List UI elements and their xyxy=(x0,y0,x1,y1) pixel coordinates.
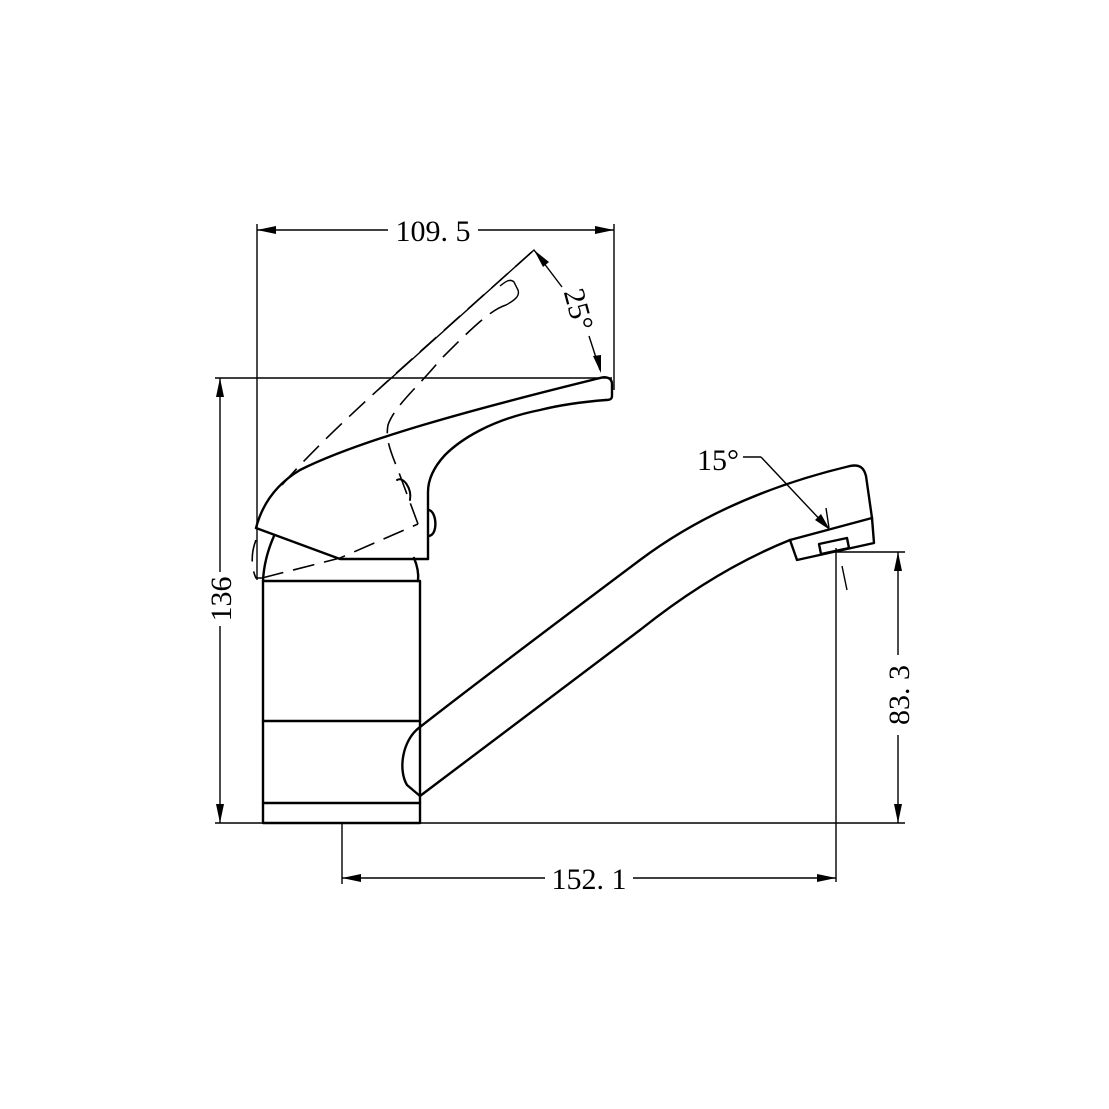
phantom-screw xyxy=(396,478,412,501)
arrow-up-icon xyxy=(894,552,902,571)
phantom-tip xyxy=(499,279,520,306)
lever-handle-raised-phantom xyxy=(251,249,535,579)
spout xyxy=(401,464,876,798)
leader-diagonal xyxy=(760,456,827,527)
body-dome-left xyxy=(261,534,276,583)
aerator-axis-lower xyxy=(841,565,848,591)
spout-reach-label: 152. 1 xyxy=(552,863,627,896)
arrow-up-icon xyxy=(216,378,224,397)
aerator-outlet-icon xyxy=(817,536,851,556)
lever-handle xyxy=(254,376,614,561)
spout-root xyxy=(401,725,422,798)
dimension-overall-height: 136 xyxy=(205,378,238,823)
body-dome-right xyxy=(412,556,420,583)
phantom-cap-bottom xyxy=(261,523,419,579)
aerator-axis-upper xyxy=(825,507,830,529)
dimension-spout-reach: 152. 1 xyxy=(341,823,836,896)
dimension-outlet-height: 83. 3 xyxy=(835,548,916,882)
handle-angle-label: 25° xyxy=(557,285,600,334)
arrow-right-icon xyxy=(595,226,614,234)
outlet-height-label: 83. 3 xyxy=(883,665,916,725)
handle-bottom xyxy=(254,526,430,561)
angle-arrow-upper-icon xyxy=(534,250,549,267)
dimension-handle-width: 109. 5 xyxy=(256,215,615,580)
handle-width-label: 109. 5 xyxy=(396,215,471,248)
arrow-down-icon xyxy=(894,804,902,823)
leader-arrow-icon xyxy=(815,514,830,530)
dimension-handle-angle: 25° xyxy=(533,249,601,373)
dimension-aerator-angle: 15° xyxy=(697,444,848,591)
handle-underside xyxy=(426,398,608,561)
angle-arrow-lower-icon xyxy=(593,355,601,373)
arrow-down-icon xyxy=(216,804,224,823)
aerator-housing xyxy=(788,516,876,562)
phantom-cap-left xyxy=(251,539,262,579)
handle-top-edge xyxy=(254,376,602,530)
body-cylinder xyxy=(261,579,422,825)
spout-lower-edge xyxy=(418,538,792,798)
aerator-top xyxy=(788,516,874,542)
phantom-underside xyxy=(386,304,507,525)
aerator-angle-label: 15° xyxy=(697,444,739,477)
set-screw-icon xyxy=(427,508,437,538)
spout-nose xyxy=(848,464,874,520)
tap-body xyxy=(261,534,422,825)
phantom-top-solid xyxy=(377,249,535,391)
handle-tip xyxy=(598,376,614,402)
arrow-left-icon xyxy=(342,874,361,882)
overall-height-label: 136 xyxy=(205,577,238,622)
arrow-left-icon xyxy=(257,226,276,234)
phantom-top-edge xyxy=(281,249,535,486)
spout-upper-edge xyxy=(418,464,852,729)
arrow-right-icon xyxy=(817,874,836,882)
